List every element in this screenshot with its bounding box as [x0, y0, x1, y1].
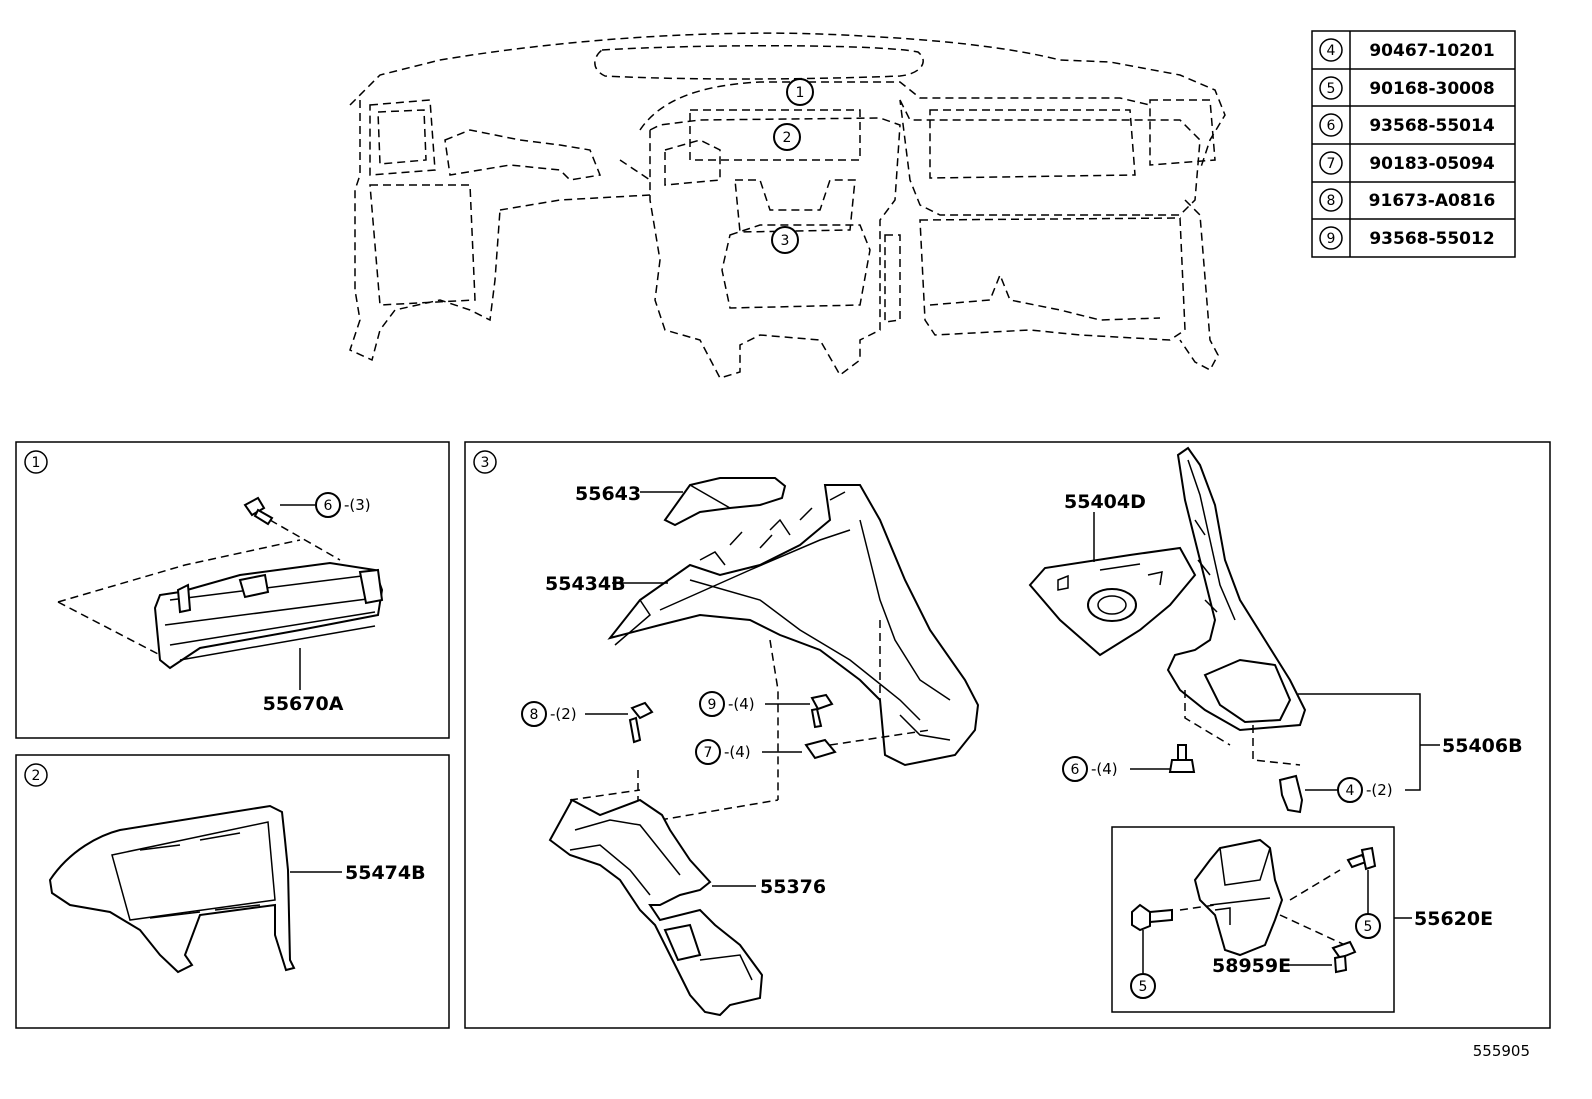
parts-table: 4 90467-10201 5 90168-30008 6 93568-5501… — [1311, 30, 1516, 258]
label-55404D: 55404D — [1064, 491, 1146, 513]
overview-callout-3[interactable]: 3 — [771, 226, 799, 254]
screw-6-icon — [243, 496, 274, 526]
air-register-55670A — [153, 561, 384, 670]
svg-text:8: 8 — [530, 707, 539, 723]
callout-5-left[interactable]: 5 — [1130, 973, 1156, 999]
parts-table-row: 5 90168-30008 — [1319, 76, 1495, 100]
screw-9-icon — [810, 693, 834, 729]
screw-8-icon — [628, 701, 654, 744]
svg-text:93568-55014: 93568-55014 — [1369, 116, 1495, 136]
parts-table-row: 4 90467-10201 — [1319, 38, 1495, 62]
svg-text:5: 5 — [1139, 979, 1148, 995]
screw-5-left-icon — [1131, 903, 1173, 932]
callout-6[interactable]: 6 — [315, 492, 341, 518]
svg-text:6: 6 — [324, 498, 333, 514]
panel-2: 2 55474B — [15, 754, 450, 1029]
svg-text:6: 6 — [1071, 762, 1080, 778]
overview-callout-1[interactable]: 1 — [786, 78, 814, 106]
part-55620E — [1193, 838, 1284, 957]
svg-text:9: 9 — [1327, 231, 1336, 247]
parts-table-row: 8 91673-A0816 — [1319, 188, 1496, 212]
svg-text:1: 1 — [32, 455, 41, 471]
svg-text:3: 3 — [781, 233, 790, 249]
svg-text:90467-10201: 90467-10201 — [1369, 41, 1494, 61]
label-55620E: 55620E — [1414, 908, 1493, 930]
callout-5-right[interactable]: 5 — [1355, 913, 1381, 939]
svg-text:4: 4 — [1327, 43, 1336, 59]
svg-text:90168-30008: 90168-30008 — [1369, 79, 1494, 99]
label-55643: 55643 — [575, 483, 641, 505]
svg-text:-(2): -(2) — [550, 705, 577, 723]
parts-table-row: 9 93568-55012 — [1319, 226, 1495, 250]
clip-58959E-icon — [1331, 940, 1357, 974]
label-58959E: 58959E — [1212, 955, 1291, 977]
svg-text:2: 2 — [32, 768, 41, 784]
cluster-finish-panel-55474B — [48, 804, 296, 974]
part-55434B — [607, 484, 980, 767]
svg-text:8: 8 — [1327, 193, 1336, 209]
callout-6-panel3[interactable]: 6 — [1062, 756, 1088, 782]
callout-9[interactable]: 9 — [699, 691, 725, 717]
svg-text:91673-A0816: 91673-A0816 — [1369, 191, 1496, 211]
parts-table-row: 7 90183-05094 — [1319, 151, 1495, 175]
svg-text:7: 7 — [1327, 156, 1336, 172]
overview-callout-2[interactable]: 2 — [773, 123, 801, 151]
clip-4-icon — [1278, 774, 1304, 814]
callout-4[interactable]: 4 — [1337, 777, 1363, 803]
svg-text:5: 5 — [1364, 919, 1373, 935]
svg-text:3: 3 — [481, 455, 490, 471]
instrument-panel-overview: 1 2 3 — [349, 32, 1226, 379]
illustration-code: 555905 — [1473, 1042, 1530, 1060]
callout-7[interactable]: 7 — [695, 739, 721, 765]
svg-text:5: 5 — [1327, 81, 1336, 97]
svg-text:90183-05094: 90183-05094 — [1369, 154, 1495, 174]
svg-text:6: 6 — [1327, 118, 1336, 134]
screw-6-panel3-icon — [1168, 744, 1196, 773]
label-55376: 55376 — [760, 876, 826, 898]
parts-table-row: 6 93568-55014 — [1319, 113, 1495, 137]
part-55643 — [663, 477, 787, 527]
svg-text:9: 9 — [708, 697, 717, 713]
svg-text:4: 4 — [1346, 783, 1355, 799]
svg-text:-(2): -(2) — [1366, 781, 1393, 799]
label-55434B: 55434B — [545, 573, 626, 595]
svg-text:-(3): -(3) — [344, 496, 371, 514]
svg-text:-(4): -(4) — [1091, 760, 1118, 778]
part-55376 — [548, 798, 764, 1017]
svg-text:93568-55012: 93568-55012 — [1369, 229, 1494, 249]
subassembly-55620E-box — [1111, 826, 1395, 1013]
part-55406B — [1166, 446, 1307, 732]
svg-text:1: 1 — [796, 85, 805, 101]
callout-8[interactable]: 8 — [521, 701, 547, 727]
panel-3: 3 55643 55434B 8 - — [464, 441, 1551, 1029]
screw-5-right-icon — [1346, 846, 1377, 871]
part-55404D — [1028, 546, 1197, 657]
nut-7-icon — [804, 738, 837, 760]
panel-1: 1 6 -(3) 55670A — [15, 441, 450, 739]
svg-text:7: 7 — [704, 745, 713, 761]
label-55406B: 55406B — [1442, 735, 1523, 757]
svg-text:2: 2 — [783, 130, 792, 146]
svg-text:-(4): -(4) — [728, 695, 755, 713]
label-55474B: 55474B — [345, 862, 426, 884]
svg-text:-(4): -(4) — [724, 743, 751, 761]
label-55670A: 55670A — [263, 693, 344, 715]
